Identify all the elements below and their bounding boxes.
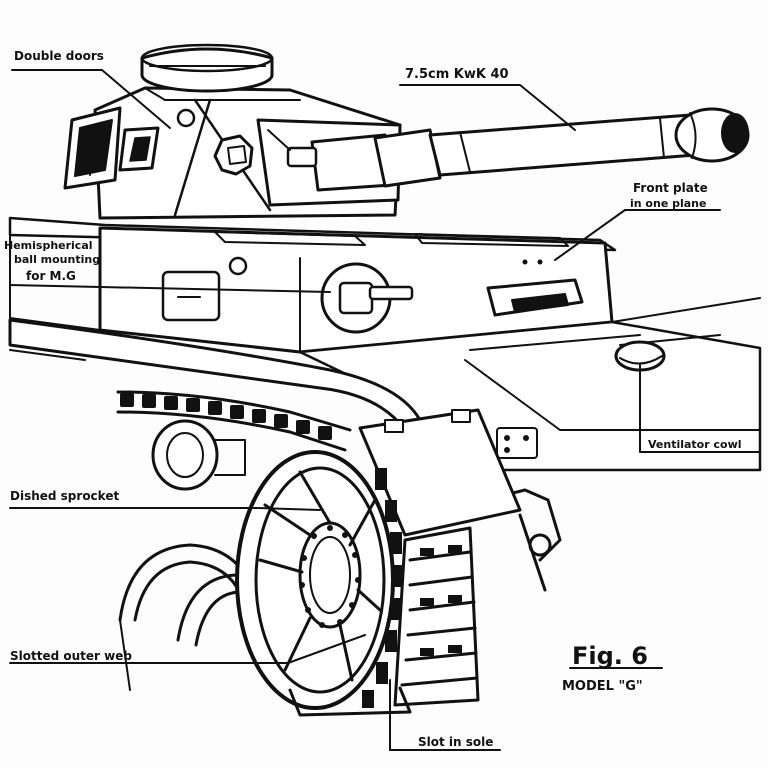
label-ventilator: Ventilator cowl [648, 438, 742, 451]
label-sprocket: Dished sprocket [10, 489, 119, 503]
label-gun: 7.5cm KwK 40 [405, 67, 509, 82]
leader-lines [9, 69, 761, 751]
figure-model: MODEL "G" [562, 679, 643, 694]
main-gun [373, 107, 750, 188]
label-ball-mounting: ball mounting [14, 253, 100, 266]
turret [63, 43, 402, 220]
label-double-doors: Double doors [14, 49, 104, 63]
figure-number: Fig. 6 [572, 642, 648, 670]
drive-sprocket [235, 450, 480, 717]
mudguard-flap [358, 408, 522, 537]
labels: Double doors 7.5cm KwK 40 Front plate in… [4, 49, 742, 749]
label-slot-sole: Slot in sole [418, 735, 493, 749]
label-hemispherical: Hemispherical [4, 239, 93, 252]
upper-track [116, 390, 352, 452]
hull [8, 216, 762, 592]
label-front-plate: Front plate [633, 181, 708, 195]
label-slotted-web: Slotted outer web [10, 649, 132, 663]
label-front-plate-2: in one plane [630, 197, 706, 210]
label-for-mg: for M.G [26, 269, 76, 283]
